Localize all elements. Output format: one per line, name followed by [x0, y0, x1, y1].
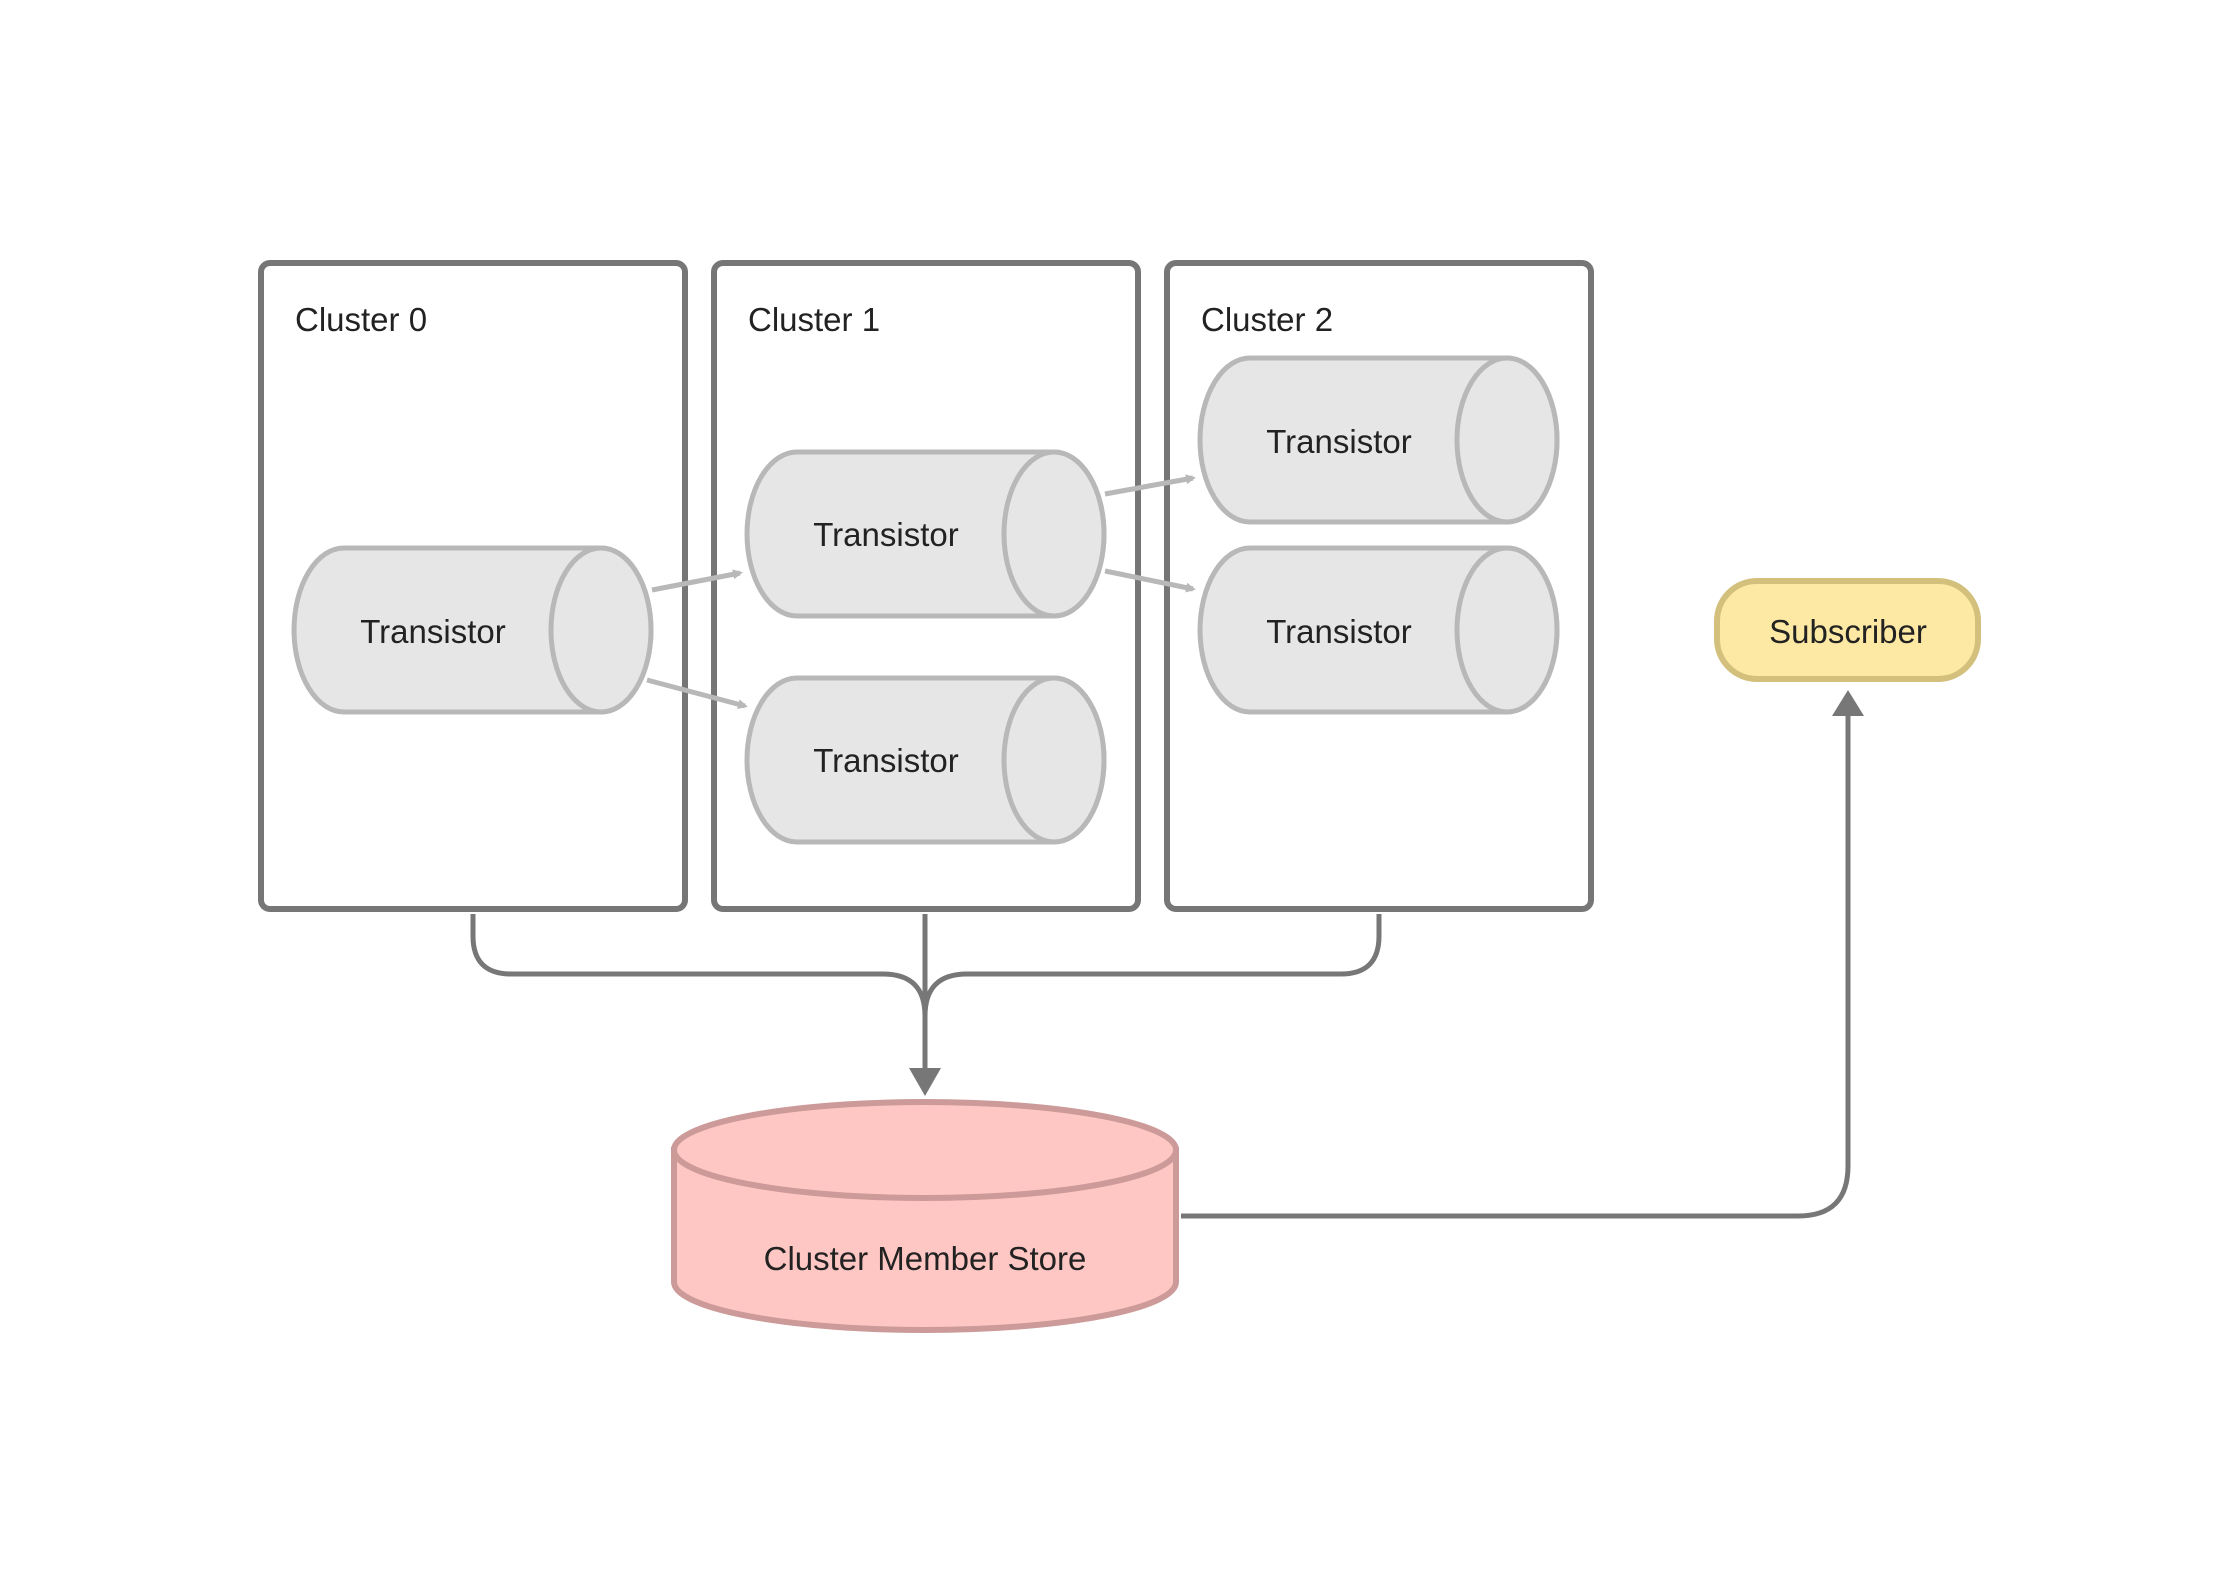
- transistor-label: Transistor: [1266, 423, 1411, 460]
- subscriber-arrow-head: [1832, 690, 1864, 716]
- subscriber-node: Subscriber: [1714, 578, 1981, 682]
- cluster-1-box: [711, 260, 1141, 912]
- transistor-label: Transistor: [1266, 613, 1411, 650]
- arrow-c1-to-c2-bottom: [1104, 568, 1196, 593]
- transistor-c1-0: Transistor: [744, 449, 1107, 619]
- transistor-label: Transistor: [813, 516, 958, 553]
- transistor-c2-1: Transistor: [1197, 545, 1560, 715]
- arrow-c0-to-c1-top: [651, 569, 743, 593]
- cluster-1: Cluster 1: [711, 260, 1141, 912]
- cluster-2-label: Cluster 2: [1201, 301, 1333, 338]
- subscriber-box: [1714, 578, 1981, 682]
- transistor-c2-0: Transistor: [1197, 355, 1560, 525]
- cluster-0-label: Cluster 0: [295, 301, 427, 338]
- store-arrow-head: [909, 1068, 941, 1096]
- transistor-c1-1: Transistor: [744, 675, 1107, 845]
- transistor-label: Transistor: [360, 613, 505, 650]
- store-to-subscriber-connector: [1181, 712, 1851, 1219]
- subscriber-label: Subscriber: [1769, 613, 1927, 650]
- transistor-c0-0: Transistor: [291, 545, 654, 715]
- cluster-member-store: Cluster Member Store: [671, 1099, 1179, 1333]
- arrow-c1-to-c2-top: [1104, 474, 1196, 497]
- transistor-arrows: [646, 474, 1196, 710]
- cluster-1-label: Cluster 1: [748, 301, 880, 338]
- transistor-label: Transistor: [813, 742, 958, 779]
- store-label: Cluster Member Store: [764, 1240, 1087, 1277]
- cluster-merge-connector: [470, 914, 1382, 1080]
- arrow-c0-to-c1-bottom: [646, 677, 748, 710]
